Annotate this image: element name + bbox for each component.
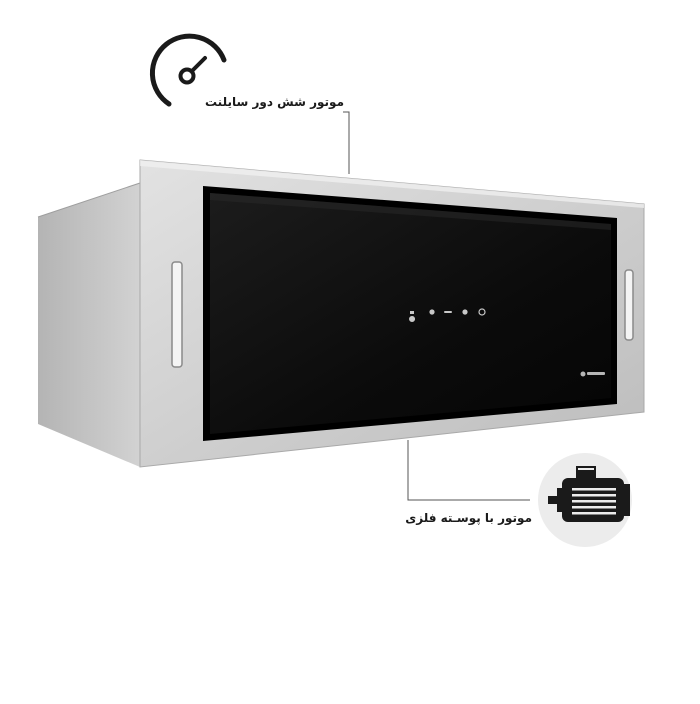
power-icon [478, 308, 486, 316]
silent-motor-label: موتور شش دور سایلنت [204, 95, 344, 109]
fan-up-icon [462, 309, 468, 315]
fan-down-icon [429, 309, 435, 315]
leader-lines [343, 111, 530, 501]
touch-controls [409, 308, 486, 322]
metal-motor-label: موتور با پوسـته فلزی [405, 511, 532, 525]
cooker-hood [37, 159, 645, 468]
led-light-right [624, 269, 634, 341]
light-icon [409, 311, 416, 322]
led-light-left [171, 261, 183, 368]
speed-indicator [444, 311, 452, 313]
hood-side-panel [38, 183, 140, 467]
speedometer-icon [149, 33, 227, 107]
motor-icon [538, 453, 632, 547]
brand-logo [580, 371, 605, 377]
